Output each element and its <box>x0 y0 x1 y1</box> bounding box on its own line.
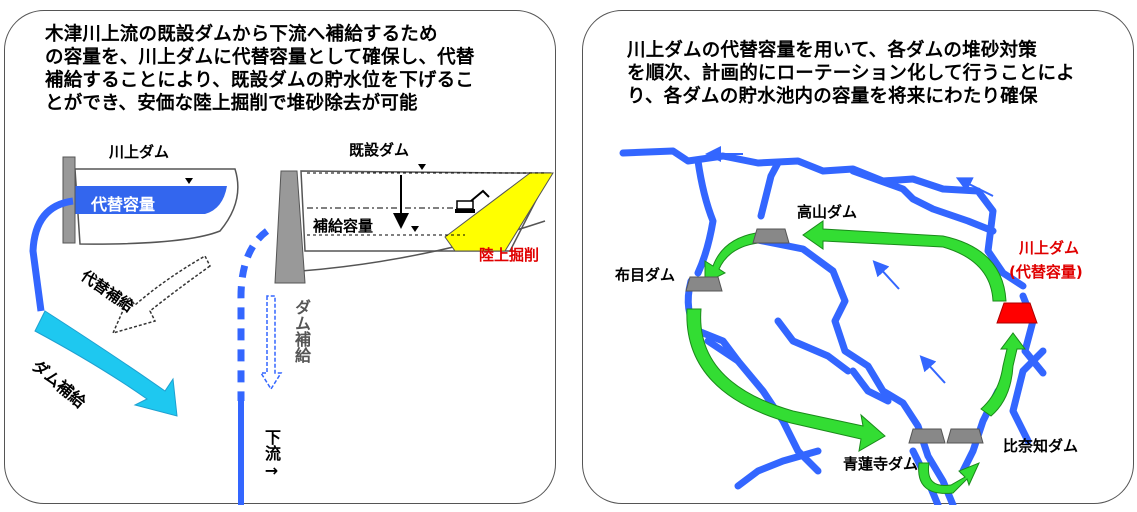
alt-supply-arrow <box>111 254 211 335</box>
existing-dam-body <box>274 170 306 284</box>
right-diagram <box>619 146 1047 505</box>
level-marker-top <box>418 164 426 170</box>
green-rotation-arrows <box>686 220 1026 494</box>
dam-supply-dashed-river <box>237 228 270 401</box>
land-excavation-area <box>444 172 554 252</box>
label-kawakami-dam-left: 川上ダム <box>109 143 170 161</box>
label-downstream: 下流→ <box>262 429 281 480</box>
label-land-excavation: 陸上掘削 <box>479 246 540 264</box>
dam-supply-arrow-shape <box>34 310 178 417</box>
flow-arrow-middle <box>872 260 900 290</box>
level-marker-bottom <box>411 226 419 232</box>
label-hinachi-dam: 比奈知ダム <box>1003 437 1079 455</box>
left-panel: 木津川上流の既設ダムから下流へ補給するため の容量を、川上ダムに代替容量として確… <box>4 10 556 505</box>
right-heading: 川上ダムの代替容量を用いて、各ダムの堆砂対策 を順次、計画的にローテーション化し… <box>627 39 1075 108</box>
takayama-dam-icon <box>752 228 790 244</box>
left-heading-line-3: 補給することにより、既設ダムの貯水位を下げるこ <box>45 70 474 91</box>
left-heading-line-1: 木津川上流の既設ダムから下流へ補給するため <box>45 24 438 45</box>
hinachi-dam-icon <box>946 428 984 444</box>
label-shorenji-dam: 青蓮寺ダム <box>843 455 919 473</box>
right-heading-line-2: を順次、計画的にローテーション化して行うことによ <box>627 63 1075 84</box>
dam-supply-dashed-arrow <box>259 295 283 391</box>
label-dam-supply-dashed: ダム補給 <box>292 299 311 363</box>
label-existing-dam: 既設ダム <box>349 141 410 159</box>
flow-arrow-lower <box>919 355 946 384</box>
label-takayama-dam: 高山ダム <box>797 203 858 221</box>
left-river-upper <box>29 197 74 312</box>
flow-arrow-right <box>955 177 994 197</box>
label-alt-capacity: 代替容量 <box>91 195 156 214</box>
label-supply-capacity: 補給容量 <box>313 217 374 235</box>
shorenji-dam-icon <box>908 428 946 444</box>
left-heading: 木津川上流の既設ダムから下流へ補給するため の容量を、川上ダムに代替容量として確… <box>45 23 475 115</box>
left-heading-line-2: の容量を、川上ダムに代替容量として確保し、代替 <box>45 47 475 68</box>
kawakami-dam-icon <box>996 302 1038 324</box>
label-kawakami-note: (代替容量) <box>1009 263 1083 281</box>
left-heading-line-4: とができ、安価な陸上掘削で堆砂除去が可能 <box>45 93 418 114</box>
nunome-dam-icon <box>685 276 723 292</box>
alt-capacity-reservoir <box>75 186 227 214</box>
right-panel: 川上ダムの代替容量を用いて、各ダムの堆砂対策 を順次、計画的にローテーション化し… <box>582 10 1134 505</box>
left-diagram <box>29 156 554 505</box>
right-heading-line-3: り、各ダムの貯水池内の容量を将来にわたり確保 <box>627 86 1038 107</box>
water-level-marker <box>185 178 193 184</box>
label-nunome-dam: 布目ダム <box>615 266 676 284</box>
right-heading-line-1: 川上ダムの代替容量を用いて、各ダムの堆砂対策 <box>627 40 1037 61</box>
excavator-icon <box>455 189 490 213</box>
label-kawakami-dam-right: 川上ダム <box>1019 239 1080 257</box>
